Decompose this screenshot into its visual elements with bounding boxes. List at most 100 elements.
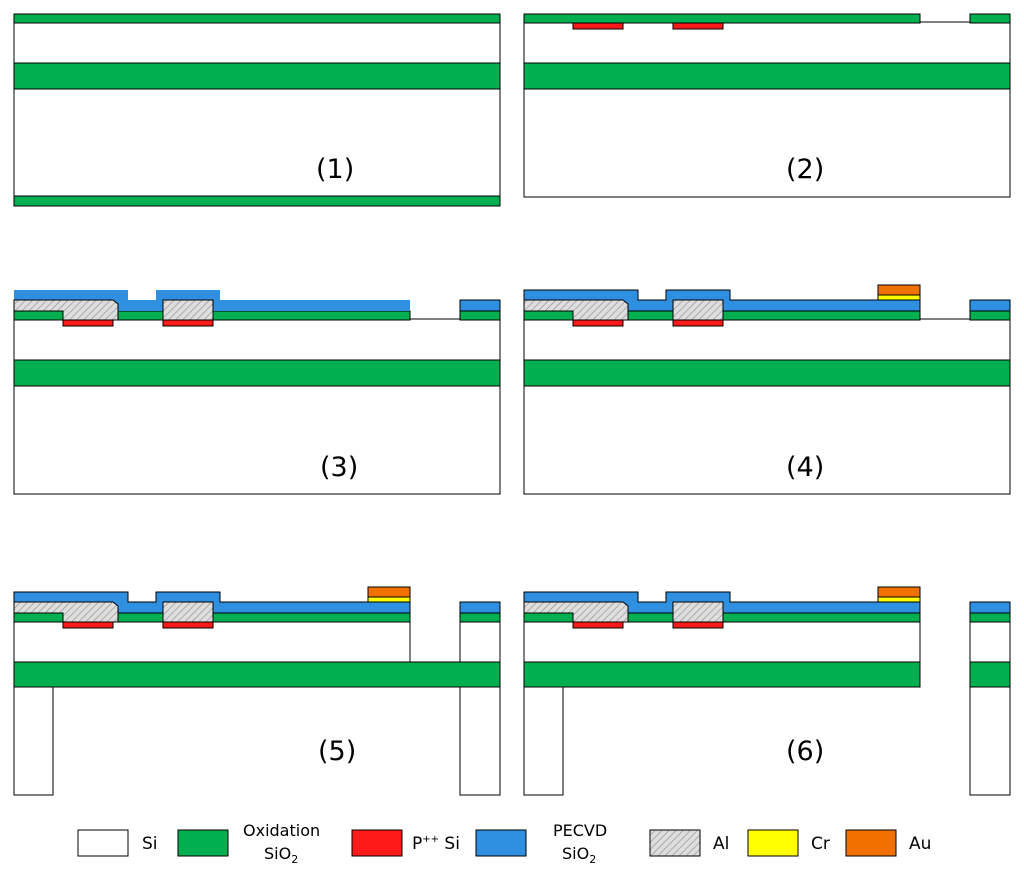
si-device-layer-left (523, 621, 921, 663)
p-doped-region-2 (672, 621, 724, 629)
p-doped-region-1 (572, 621, 624, 629)
buried-oxide-layer (13, 62, 501, 90)
chromium-layer (877, 596, 921, 603)
legend-label-p-doped: P++ Si (412, 834, 460, 854)
top-oxide-left (523, 13, 921, 24)
si-handle-layer (523, 88, 1011, 198)
legend-item-al: Al (649, 829, 729, 857)
aluminum-contact-1 (13, 299, 119, 321)
gold-pad (877, 284, 921, 296)
legend-label-oxide-line2: SiO2 (264, 844, 298, 866)
step-3-label: (3) (320, 452, 358, 483)
top-oxide-right (969, 13, 1011, 24)
oxide-sio: SiO (264, 844, 291, 863)
step-3-cross-section: (3) (13, 290, 501, 495)
legend-swatch-p-doped (351, 829, 403, 857)
si-handle-layer (13, 88, 501, 198)
legend-item-au: Au (845, 829, 931, 857)
top-oxide-layer (13, 13, 501, 24)
si-handle-layer (13, 385, 501, 495)
si-device-layer-right (969, 621, 1011, 663)
p-doped-region-2 (162, 319, 214, 327)
legend-label-si: Si (142, 834, 158, 854)
legend-label-cr: Cr (811, 834, 830, 854)
p-si-text: Si (439, 834, 460, 854)
oxide-subscript: 2 (291, 853, 298, 866)
legend-label-oxide-line1: Oxidation (243, 821, 320, 840)
p-doped-region-1 (62, 621, 114, 629)
pecvd-oxide-right (969, 601, 1011, 614)
p-doped-region-1 (62, 319, 114, 327)
step-1-cross-section: (1) (13, 13, 501, 207)
legend-item-si: Si (77, 829, 158, 857)
step-4-label: (4) (786, 452, 824, 483)
aluminum-contact-2 (162, 299, 214, 321)
si-handle-layer (523, 385, 1011, 495)
step-6-cross-section: (6) (523, 586, 1011, 796)
p-doped-region-1 (572, 22, 624, 30)
legend-swatch-cr (747, 829, 799, 857)
buried-oxide-left (523, 661, 921, 688)
p-doped-region-1 (572, 319, 624, 327)
si-handle-left-support (13, 686, 54, 796)
p-doped-region-2 (162, 621, 214, 629)
legend-label-au: Au (909, 834, 931, 854)
aluminum-contact-1 (13, 601, 119, 623)
legend-label-pecvd-line1: PECVD (553, 821, 607, 840)
legend-swatch-pecvd (475, 829, 527, 857)
si-handle-right-support (969, 686, 1011, 796)
legend-item-p-doped-si: P++ Si (351, 829, 460, 857)
step-1-label: (1) (316, 154, 354, 185)
si-device-layer (523, 318, 1011, 362)
step-2-cross-section: (2) (523, 13, 1011, 198)
legend-item-oxide: Oxidation SiO2 (177, 821, 320, 866)
pecvd-oxide-right (969, 299, 1011, 312)
step-5-label: (5) (318, 736, 356, 767)
buried-oxide-right (969, 661, 1011, 688)
pecvd-oxide-right (459, 601, 501, 614)
legend-item-pecvd: PECVD SiO2 (475, 821, 607, 866)
step-6-label: (6) (786, 736, 824, 767)
aluminum-contact-1 (523, 601, 629, 623)
legend-label-al: Al (713, 834, 729, 854)
top-oxide-right (969, 612, 1011, 623)
bottom-oxide-layer (13, 195, 501, 207)
gold-pad (877, 586, 921, 598)
si-device-layer (13, 21, 501, 65)
si-handle-right-support (459, 686, 501, 796)
aluminum-contact-1 (523, 299, 629, 321)
legend-item-cr: Cr (747, 829, 830, 857)
legend-label-pecvd-line2: SiO2 (562, 844, 596, 866)
si-device-layer-right (459, 621, 501, 663)
legend: Si Oxidation SiO2 P++ Si PECVD SiO2 Al C… (77, 821, 931, 866)
buried-oxide-layer (523, 359, 1011, 387)
buried-oxide-layer (13, 359, 501, 387)
p-superscript: ++ (422, 834, 439, 845)
legend-swatch-si (77, 829, 129, 857)
p-letter: P (412, 834, 422, 854)
top-oxide-right (459, 310, 501, 321)
top-oxide-right (459, 612, 501, 623)
si-handle-left-support (523, 686, 564, 796)
legend-swatch-oxide (177, 829, 229, 857)
step-2-label: (2) (786, 154, 824, 185)
step-5-cross-section: (5) (13, 586, 501, 796)
pecvd-oxide-right (459, 299, 501, 312)
legend-swatch-au (845, 829, 897, 857)
aluminum-contact-2 (672, 299, 724, 321)
buried-oxide-layer (523, 62, 1011, 90)
pecvd-subscript: 2 (589, 853, 596, 866)
chromium-layer (877, 294, 921, 301)
pecvd-sio: SiO (562, 844, 589, 863)
aluminum-contact-2 (672, 601, 724, 623)
aluminum-contact-2 (162, 601, 214, 623)
buried-oxide-layer (13, 661, 501, 688)
legend-swatch-al (649, 829, 701, 857)
chromium-layer (367, 596, 411, 603)
top-oxide-right (969, 310, 1011, 321)
step-4-cross-section: (4) (523, 284, 1011, 495)
p-doped-region-2 (672, 22, 724, 30)
gold-pad (367, 586, 411, 598)
p-doped-region-2 (672, 319, 724, 327)
